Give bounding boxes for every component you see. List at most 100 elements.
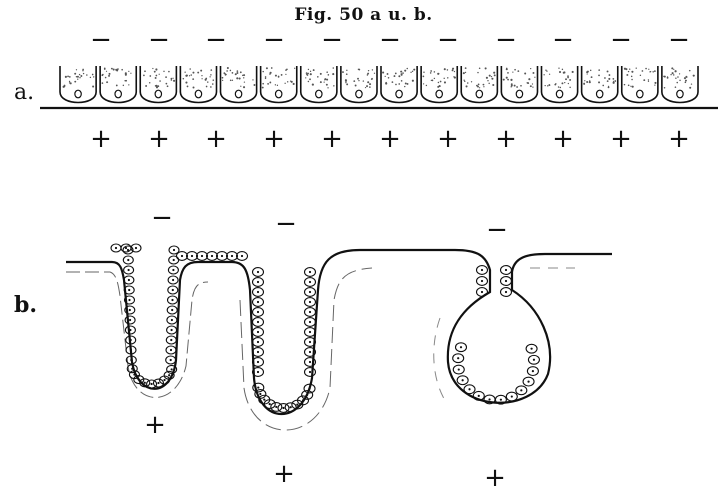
gland-cell bbox=[168, 286, 178, 294]
gland-cell bbox=[477, 277, 488, 286]
gland-cell bbox=[253, 288, 264, 297]
gland-cell bbox=[123, 256, 133, 264]
positive-sign: + bbox=[552, 124, 574, 154]
gland-cell bbox=[457, 376, 468, 385]
gland-cell bbox=[455, 343, 466, 352]
columnar-cell bbox=[301, 66, 337, 103]
gland-cell bbox=[253, 338, 264, 347]
columnar-cell bbox=[60, 66, 96, 103]
gland-cell bbox=[305, 298, 316, 307]
gland-cell bbox=[305, 368, 316, 377]
gland-cell bbox=[166, 356, 176, 364]
columnar-cell bbox=[261, 66, 297, 103]
gland-cell bbox=[453, 365, 464, 374]
negative-sign: − bbox=[205, 25, 227, 55]
gland-cell bbox=[253, 298, 264, 307]
gland-cell bbox=[125, 316, 135, 324]
columnar-cell bbox=[381, 66, 417, 103]
negative-sign: − bbox=[552, 25, 574, 55]
gland-cell bbox=[166, 336, 176, 344]
negative-sign: − bbox=[148, 25, 170, 55]
columnar-cell bbox=[461, 66, 497, 103]
gland-cell bbox=[207, 252, 218, 261]
columnar-cell bbox=[140, 66, 176, 103]
columnar-cell bbox=[421, 66, 457, 103]
columnar-cell bbox=[542, 66, 578, 103]
gland-cell bbox=[523, 377, 534, 386]
gland-cell bbox=[516, 386, 527, 395]
gland-cell bbox=[501, 288, 512, 297]
gland-cell bbox=[168, 296, 178, 304]
gland-cell bbox=[253, 318, 264, 327]
panel-b-glands bbox=[66, 244, 612, 430]
panel-a-epithelium bbox=[40, 66, 718, 108]
negative-sign: − bbox=[495, 25, 517, 55]
negative-sign: − bbox=[668, 25, 690, 55]
gland-cell bbox=[168, 276, 178, 284]
negative-sign: − bbox=[379, 25, 401, 55]
gland-cell bbox=[124, 266, 134, 274]
negative-sign: − bbox=[151, 203, 173, 233]
positive-sign: + bbox=[379, 124, 401, 154]
gland-cell bbox=[528, 355, 539, 364]
positive-sign: + bbox=[205, 124, 227, 154]
gland-cell bbox=[464, 385, 475, 394]
gland-cell bbox=[197, 252, 208, 261]
gland-cell bbox=[501, 277, 512, 286]
gland-cell bbox=[477, 266, 488, 275]
gland-cell bbox=[147, 380, 157, 388]
gland-cell bbox=[167, 306, 177, 314]
positive-sign: + bbox=[90, 124, 112, 154]
gland-cell bbox=[167, 326, 177, 334]
gland-cell bbox=[453, 354, 464, 363]
gland-cell bbox=[253, 268, 264, 277]
positive-sign: + bbox=[437, 124, 459, 154]
gland-cell bbox=[527, 367, 538, 376]
negative-sign: − bbox=[263, 25, 285, 55]
epithelial-surface-line bbox=[66, 250, 612, 414]
gland-cell bbox=[125, 326, 135, 334]
gland-cell bbox=[253, 348, 264, 357]
gland-cell bbox=[526, 344, 537, 353]
positive-sign: + bbox=[668, 124, 690, 154]
columnar-cell bbox=[341, 66, 377, 103]
negative-sign: − bbox=[610, 25, 632, 55]
gland-cell bbox=[506, 392, 517, 401]
positive-sign: + bbox=[321, 124, 343, 154]
gland-cell bbox=[121, 244, 131, 252]
gland-cell bbox=[166, 346, 176, 354]
gland-cell bbox=[253, 328, 264, 337]
negative-sign: − bbox=[275, 209, 297, 239]
negative-sign: − bbox=[437, 25, 459, 55]
gland-cell bbox=[305, 288, 316, 297]
gland-cell bbox=[253, 278, 264, 287]
columnar-cell bbox=[582, 66, 618, 103]
gland-cell bbox=[305, 278, 316, 287]
negative-sign: − bbox=[486, 215, 508, 245]
negative-sign: − bbox=[321, 25, 343, 55]
gland-cell bbox=[477, 288, 488, 297]
gland-cell bbox=[167, 316, 177, 324]
positive-sign: + bbox=[610, 124, 632, 154]
gland-cell bbox=[187, 252, 198, 261]
gland-cell bbox=[305, 268, 316, 277]
gland-cell bbox=[253, 308, 264, 317]
negative-sign: − bbox=[90, 25, 112, 55]
gland-cell bbox=[111, 244, 121, 252]
positive-sign: + bbox=[263, 124, 285, 154]
positive-sign: + bbox=[495, 124, 517, 154]
gland-cell bbox=[217, 252, 228, 261]
gland-cell bbox=[305, 328, 316, 337]
gland-cell bbox=[168, 266, 178, 274]
columnar-cell bbox=[100, 66, 136, 103]
gland-cell bbox=[285, 403, 296, 412]
positive-sign: + bbox=[144, 410, 166, 440]
gland-cell bbox=[227, 252, 238, 261]
positive-sign: + bbox=[484, 463, 506, 490]
gland-cell bbox=[124, 276, 134, 284]
gland-cell bbox=[305, 318, 316, 327]
positive-sign: + bbox=[273, 459, 295, 489]
columnar-cell bbox=[622, 66, 658, 103]
